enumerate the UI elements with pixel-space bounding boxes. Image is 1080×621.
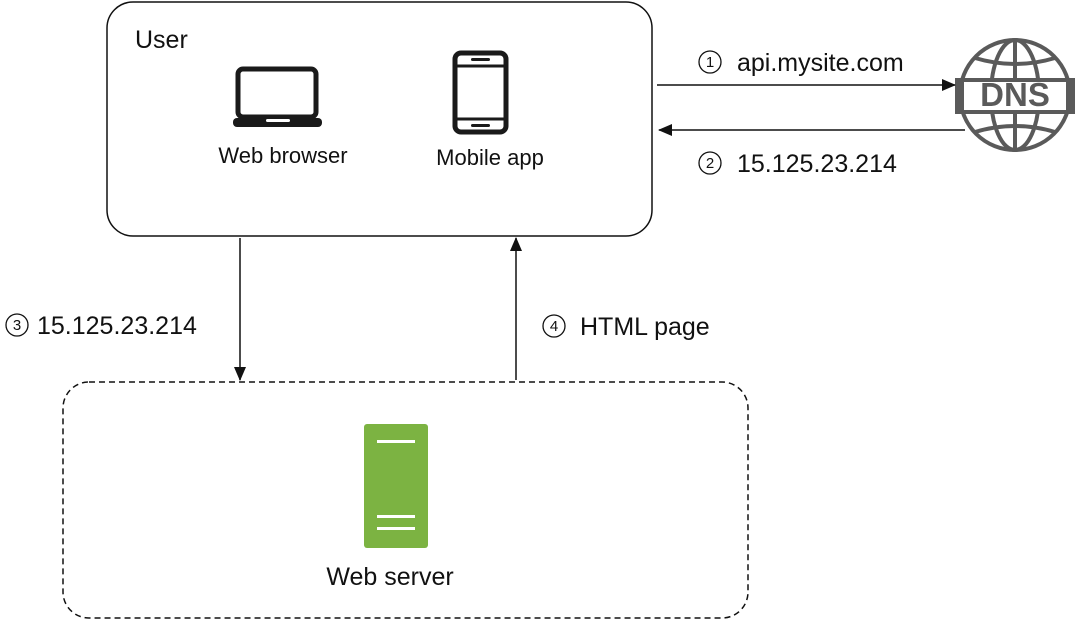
- step-1-circle: [698, 50, 722, 74]
- mobile-app-label: Mobile app: [436, 145, 544, 170]
- step-3-circle: [5, 313, 29, 337]
- step-2-text: 15.125.23.214: [737, 150, 897, 178]
- step-3-text: 15.125.23.214: [37, 312, 197, 340]
- web-server-box: Web server: [62, 381, 749, 619]
- step-1-number: 1: [706, 54, 714, 71]
- step-3-label: 3 15.125.23.214: [5, 312, 197, 340]
- dns-globe-icon: DNS: [955, 38, 1075, 152]
- user-box-border: [106, 1, 653, 237]
- step-2-circle: [698, 151, 722, 175]
- step-2-number: 2: [706, 155, 714, 172]
- step-4-text: HTML page: [580, 313, 710, 341]
- dns-icon-text: DNS: [980, 76, 1050, 113]
- step-4-number: 4: [550, 318, 558, 335]
- step-4-circle: [542, 314, 566, 338]
- laptop-icon: [233, 66, 322, 127]
- step-1-label: 1 api.mysite.com: [698, 49, 904, 77]
- step-2-label: 2 15.125.23.214: [698, 150, 897, 178]
- web-server-label: Web server: [326, 563, 453, 591]
- user-box: User Web browser Mobile app: [106, 1, 653, 237]
- user-box-title: User: [135, 26, 188, 54]
- step-3-number: 3: [13, 317, 21, 334]
- step-1-text: api.mysite.com: [737, 49, 904, 77]
- server-icon: [364, 424, 428, 548]
- web-browser-label: Web browser: [218, 143, 347, 168]
- smartphone-icon: [452, 50, 509, 135]
- step-4-label: 4 HTML page: [542, 313, 710, 341]
